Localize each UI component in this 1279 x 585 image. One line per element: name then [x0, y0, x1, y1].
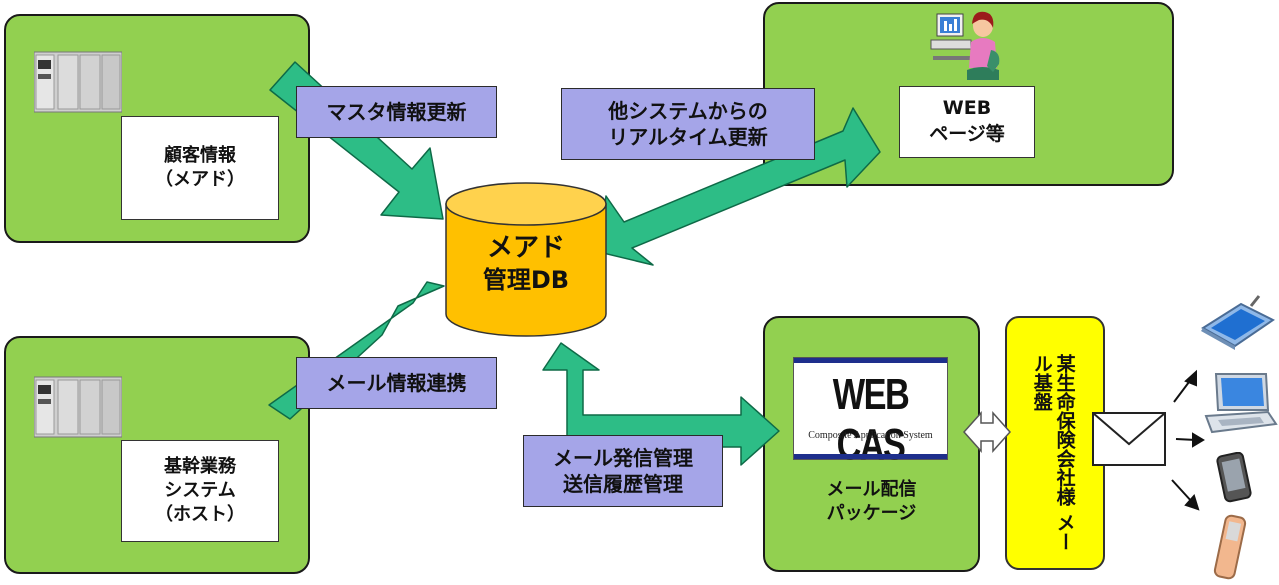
label-send-management: メール発信管理 送信履歴管理 — [523, 435, 723, 507]
label-realtime-update: 他システムからの リアルタイム更新 — [561, 88, 815, 160]
webcas-logo-text: WEB CAS — [832, 370, 910, 469]
box-line: 顧客情報 — [164, 144, 236, 166]
web-pages-box: WEB ページ等 — [899, 86, 1035, 158]
box-line: （ホスト） — [155, 504, 245, 526]
core-system-box: 基幹業務 システム （ホスト） — [121, 440, 279, 542]
box-line: （メアド） — [155, 169, 245, 190]
label-mail-link: メール情報連携 — [296, 357, 497, 409]
box-line: WEB — [942, 97, 992, 120]
label-text: メール情報連携 — [326, 371, 467, 395]
arrow-send-management — [542, 342, 780, 466]
label-line: 他システムからの — [608, 99, 768, 123]
customer-info-box: 顧客情報 （メアド） — [121, 116, 279, 220]
webcas-logo: WEB CAS Composite Application System — [793, 357, 948, 469]
caption-line: パッケージ — [826, 503, 917, 525]
server-icon — [34, 376, 122, 438]
box-line: ページ等 — [929, 123, 1005, 145]
box-line: システム — [164, 479, 236, 501]
envelope-icon — [1092, 412, 1166, 466]
label-text: マスタ情報更新 — [326, 100, 467, 124]
database-label: メアド 管理DB — [445, 232, 607, 295]
smartphone-icon — [1216, 452, 1252, 503]
database-line: 管理DB — [482, 265, 570, 294]
mail-package-caption: メール配信 パッケージ — [763, 478, 980, 527]
mail-infra-text: 某生命保険会社様 メール基盤 — [1030, 354, 1076, 551]
laptop-icon — [1204, 373, 1278, 434]
caption-line: メール配信 — [826, 479, 917, 500]
box-line: 基幹業務 — [164, 455, 236, 477]
arrow-mail-infra — [962, 411, 1012, 453]
label-line: メール発信管理 — [553, 446, 693, 470]
label-line: 送信履歴管理 — [563, 472, 683, 496]
label-master-update: マスタ情報更新 — [296, 86, 497, 138]
arrow-to-phone — [1171, 479, 1194, 504]
user-at-computer-icon — [930, 11, 1000, 80]
flip-phone-icon — [1213, 514, 1247, 580]
label-line: リアルタイム更新 — [608, 125, 768, 149]
database-cylinder — [445, 182, 607, 337]
webcas-logo-subtitle: Composite Application System — [808, 430, 933, 441]
server-icon — [34, 51, 122, 113]
database-line: メアド — [486, 233, 565, 263]
tablet-icon — [1201, 295, 1275, 350]
